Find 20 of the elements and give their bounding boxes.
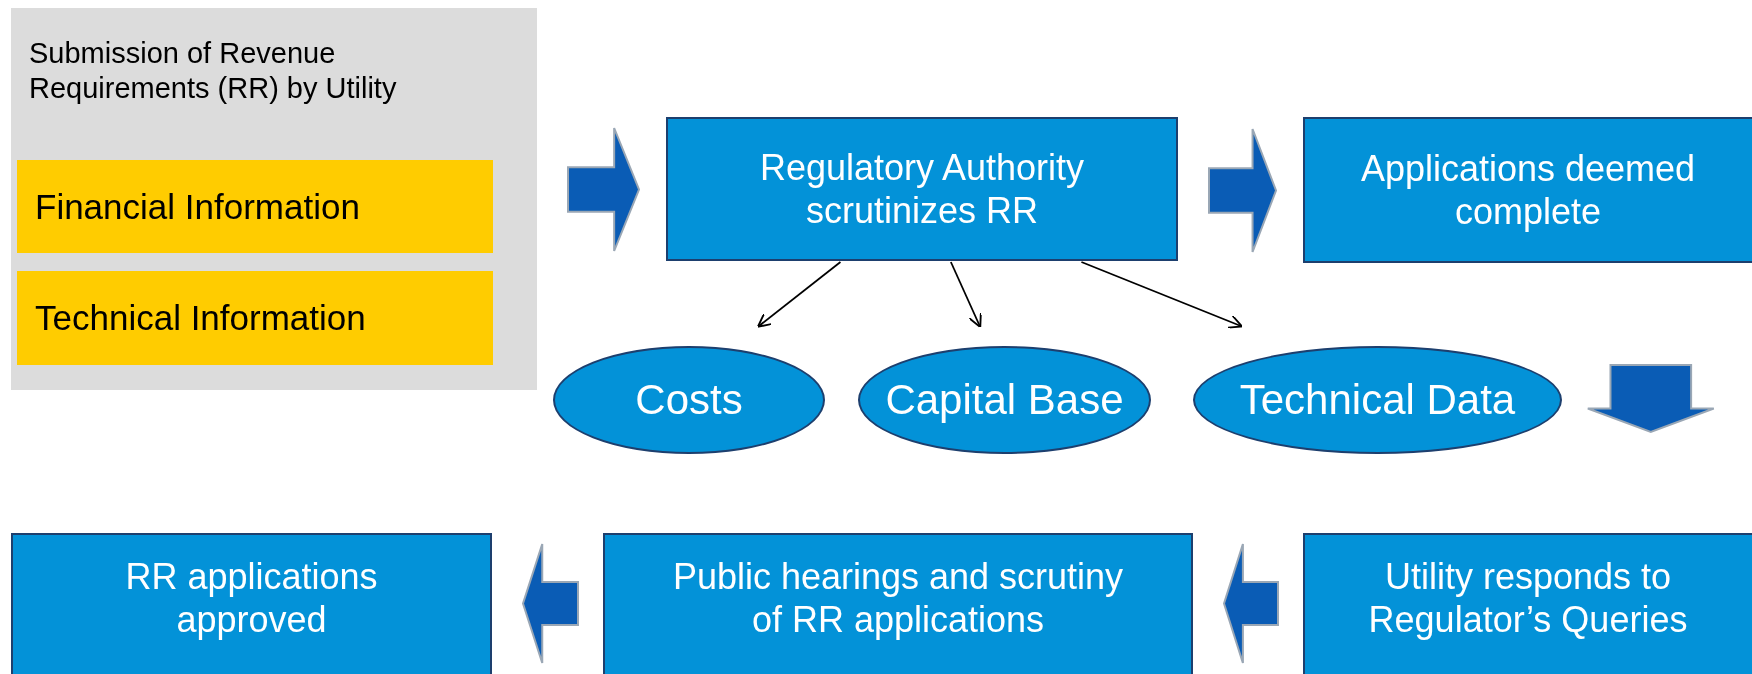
- arrow: [1080, 261, 1243, 329]
- node-label: Submission of Revenue Requirements (RR) by Utility: [29, 36, 398, 106]
- info-box: Technical Information: [17, 271, 493, 365]
- process-box: Regulatory Authority scrutinizes RR: [666, 117, 1178, 261]
- ellipse-node: Capital Base: [858, 346, 1151, 454]
- process-box: Utility responds to Regulator’s Queries: [1303, 533, 1752, 674]
- block-arrow: [567, 127, 641, 252]
- process-box: Applications deemed complete: [1303, 117, 1752, 263]
- arrow: [756, 261, 842, 328]
- block-arrow: [521, 543, 579, 664]
- block-arrow: [1222, 543, 1279, 664]
- group-panel: [11, 8, 537, 390]
- process-box: RR applications approved: [11, 533, 492, 674]
- info-box: Financial Information: [17, 160, 493, 253]
- arrow: [950, 261, 982, 329]
- block-arrow: [1586, 364, 1715, 434]
- ellipse-node: Technical Data: [1193, 346, 1562, 454]
- block-arrow: [1208, 128, 1278, 253]
- process-box: Public hearings and scrutiny of RR applications: [603, 533, 1193, 674]
- ellipse-node: Costs: [553, 346, 825, 454]
